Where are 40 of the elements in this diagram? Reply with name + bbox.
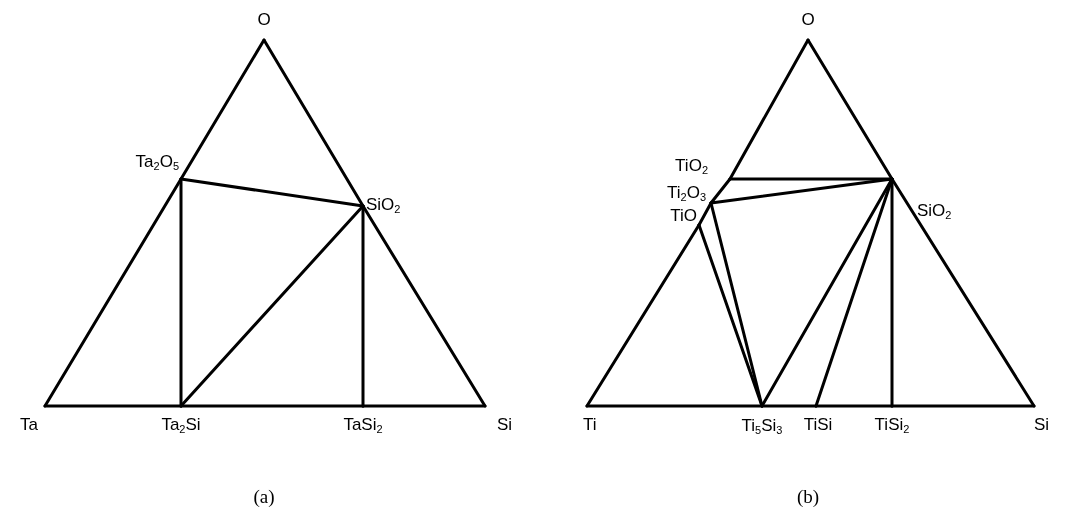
phase-line — [709, 201, 764, 408]
phase-line — [179, 38, 266, 181]
composition-label: Ti$_{2}$O$_{3}$ — [667, 184, 706, 202]
composition-label: TaSi$_{2}$ — [343, 416, 383, 434]
phase-line — [179, 204, 365, 408]
phase-line — [262, 38, 365, 208]
phase-line — [43, 404, 183, 408]
phase-line — [697, 201, 713, 227]
panel-caption: (b) — [796, 486, 820, 508]
phase-line — [760, 404, 818, 408]
composition-label: TiSi — [803, 416, 833, 434]
phase-line — [814, 177, 894, 408]
phase-line — [585, 404, 764, 408]
phase-line — [709, 177, 894, 205]
composition-label: O — [801, 11, 815, 29]
composition-label: Si — [1034, 416, 1050, 434]
composition-label: Ta$_{2}$O$_{5}$ — [135, 153, 179, 171]
composition-label: SiO$_{2}$ — [366, 196, 401, 214]
composition-label: Si — [497, 416, 513, 434]
phase-line — [709, 177, 732, 205]
composition-label: Ta$_{2}$Si — [161, 416, 201, 434]
panel-caption: (a) — [253, 486, 275, 508]
phase-line — [361, 204, 365, 408]
phase-line — [179, 177, 365, 208]
phase-line — [890, 404, 1036, 408]
composition-label: TiO — [670, 207, 697, 225]
phase-line — [361, 404, 487, 408]
composition-label: O — [257, 11, 271, 29]
phase-line — [585, 223, 701, 408]
composition-label: TiSi$_{2}$ — [874, 416, 910, 434]
phase-line — [728, 38, 810, 181]
phase-line — [806, 38, 894, 181]
composition-label: Ti$_{5}$Si$_{3}$ — [741, 417, 783, 435]
composition-label: TiO$_{2}$ — [675, 157, 708, 175]
composition-label: SiO$_{2}$ — [917, 202, 952, 220]
phase-line — [179, 404, 365, 408]
phase-line — [43, 177, 183, 408]
composition-label: Ti — [583, 416, 597, 434]
phase-line — [814, 404, 894, 408]
composition-label: Ta — [20, 416, 38, 434]
